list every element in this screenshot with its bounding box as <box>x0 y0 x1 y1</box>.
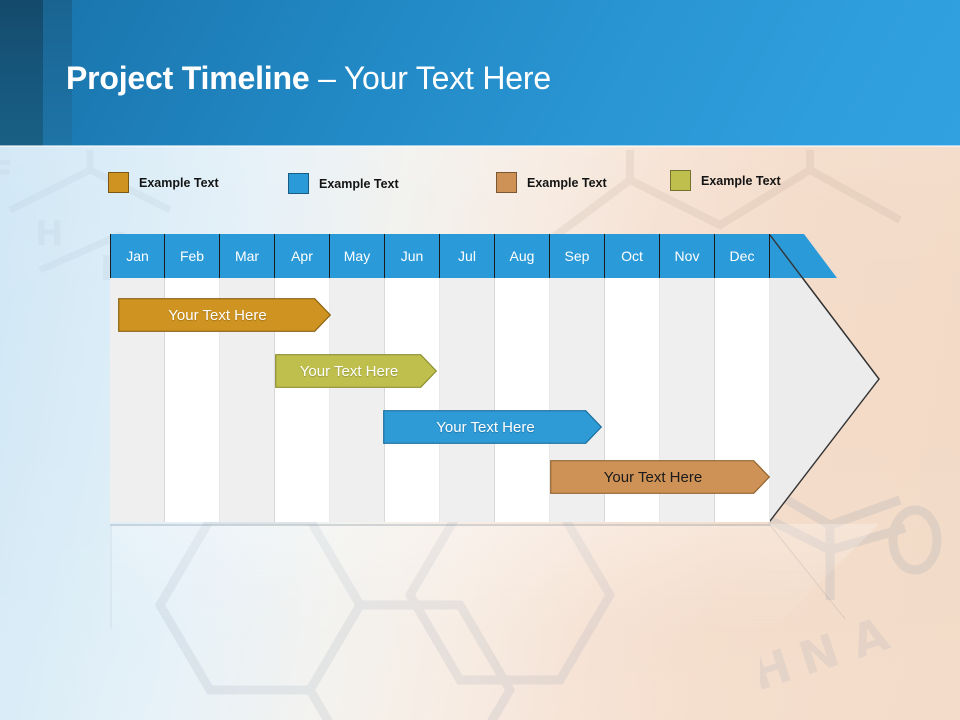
timeline-bar-1[interactable]: Your Text Here <box>118 298 331 332</box>
grid-col-aug <box>495 234 550 522</box>
grid-col-feb <box>165 234 220 522</box>
month-header-oct[interactable]: Oct <box>605 234 660 278</box>
slide-header <box>0 0 960 146</box>
timeline-bar-3[interactable]: Your Text Here <box>383 410 602 444</box>
page-title: Project Timeline – Your Text Here <box>66 58 551 98</box>
month-header-aug[interactable]: Aug <box>495 234 550 278</box>
header-accent-band-dark <box>0 0 43 146</box>
timeline-bar-label-4: Your Text Here <box>603 468 703 486</box>
month-header-may[interactable]: May <box>330 234 385 278</box>
month-header-jul[interactable]: Jul <box>440 234 495 278</box>
timeline-bar-label-2: Your Text Here <box>299 362 399 380</box>
timeline-bar-label-3: Your Text Here <box>436 418 535 436</box>
page-title-bold: Project Timeline <box>66 60 310 96</box>
timeline-chart: Jan Feb Mar Apr May Jun Jul Aug Sep Oct … <box>110 234 880 524</box>
legend-item-1[interactable]: Example Text <box>108 172 219 193</box>
legend-label-3: Example Text <box>527 175 607 190</box>
legend-item-3[interactable]: Example Text <box>496 172 607 193</box>
month-header-apr[interactable]: Apr <box>275 234 330 278</box>
legend-item-2[interactable]: Example Text <box>288 173 399 194</box>
header-background <box>72 0 960 146</box>
timeline-bar-4[interactable]: Your Text Here <box>550 460 770 494</box>
legend-item-4[interactable]: Example Text <box>670 170 781 191</box>
grid-col-jan <box>110 234 165 522</box>
grid-col-mar <box>220 234 275 522</box>
legend: Example Text Example Text Example Text E… <box>108 170 808 196</box>
month-header-jun[interactable]: Jun <box>385 234 440 278</box>
bar-arrow-shape-4 <box>550 460 770 494</box>
month-header-jan[interactable]: Jan <box>110 234 165 278</box>
legend-label-4: Example Text <box>701 173 781 188</box>
legend-swatch-icon-2 <box>288 173 309 194</box>
legend-swatch-icon-4 <box>670 170 691 191</box>
month-header-nov[interactable]: Nov <box>660 234 715 278</box>
month-header-mar[interactable]: Mar <box>220 234 275 278</box>
bar-arrow-shape-3 <box>383 410 602 444</box>
timeline-bar-2[interactable]: Your Text Here <box>275 354 437 388</box>
header-accent-band-mid <box>43 0 72 146</box>
month-header-feb[interactable]: Feb <box>165 234 220 278</box>
legend-swatch-icon-3 <box>496 172 517 193</box>
bar-arrow-shape-1 <box>118 298 331 332</box>
timeline-bar-label-1: Your Text Here <box>168 306 267 324</box>
grid-col-jul <box>440 234 495 522</box>
legend-label-1: Example Text <box>139 175 219 190</box>
header-underline <box>0 145 960 147</box>
page-title-separator: – <box>309 60 344 96</box>
month-header-sep[interactable]: Sep <box>550 234 605 278</box>
legend-swatch-icon-1 <box>108 172 129 193</box>
bar-arrow-shape-2 <box>275 354 437 388</box>
page-title-light: Your Text Here <box>343 60 551 96</box>
legend-label-2: Example Text <box>319 176 399 191</box>
month-header-dec[interactable]: Dec <box>715 234 770 278</box>
